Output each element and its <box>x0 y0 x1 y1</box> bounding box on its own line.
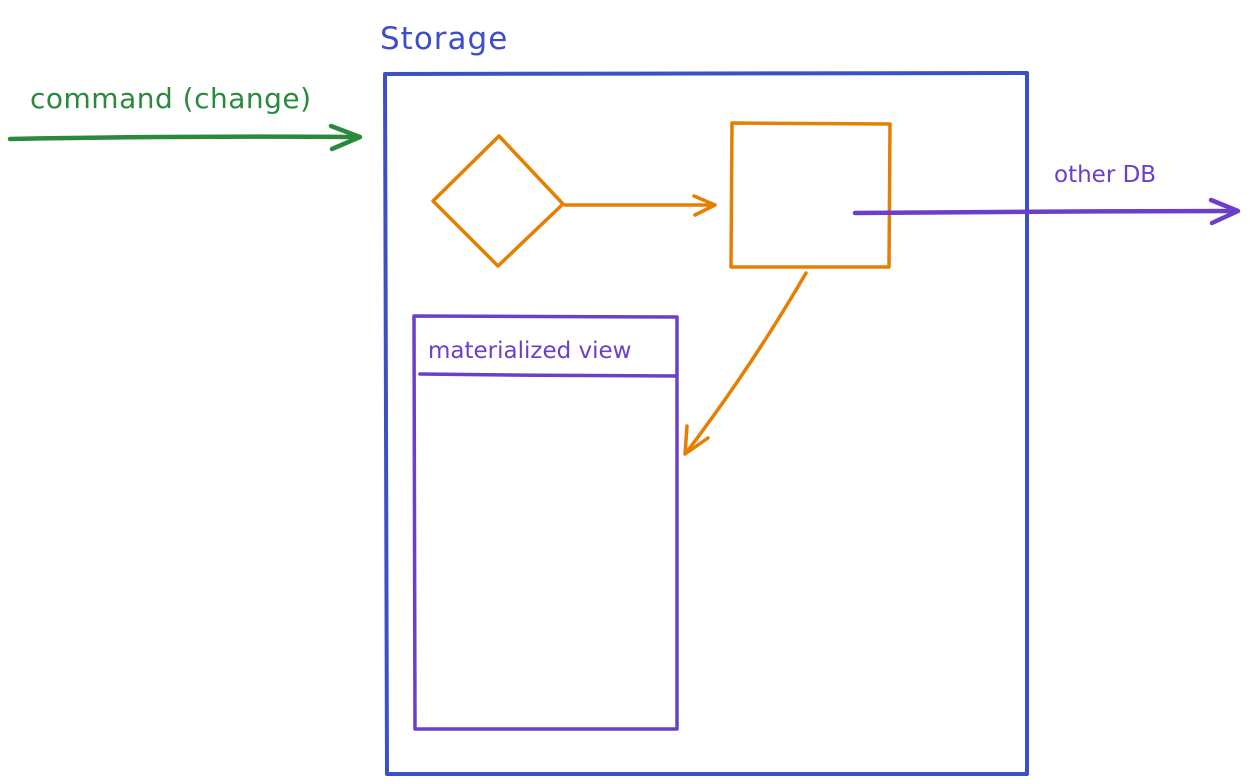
other-db-arrow-head <box>1208 197 1241 226</box>
other-db-label: other DB <box>1054 162 1157 188</box>
decision-diamond <box>431 134 565 268</box>
command-label: command (change) <box>30 82 312 115</box>
materialized-view-title: materialized view <box>428 338 632 364</box>
square-to-view-arrow-head <box>683 424 710 456</box>
storage-box <box>383 71 1029 776</box>
command-arrow-shaft <box>7 134 361 142</box>
other-db-arrow-shaft <box>852 208 1240 216</box>
diamond-to-square-arrow-head <box>692 194 717 217</box>
processing-square <box>729 121 892 269</box>
command-arrow-head <box>328 123 363 152</box>
materialized-view-box <box>412 314 679 731</box>
square-to-view-arrow-shaft <box>684 271 808 455</box>
storage-title: Storage <box>380 21 509 57</box>
materialized-view-header-divider <box>418 372 678 378</box>
